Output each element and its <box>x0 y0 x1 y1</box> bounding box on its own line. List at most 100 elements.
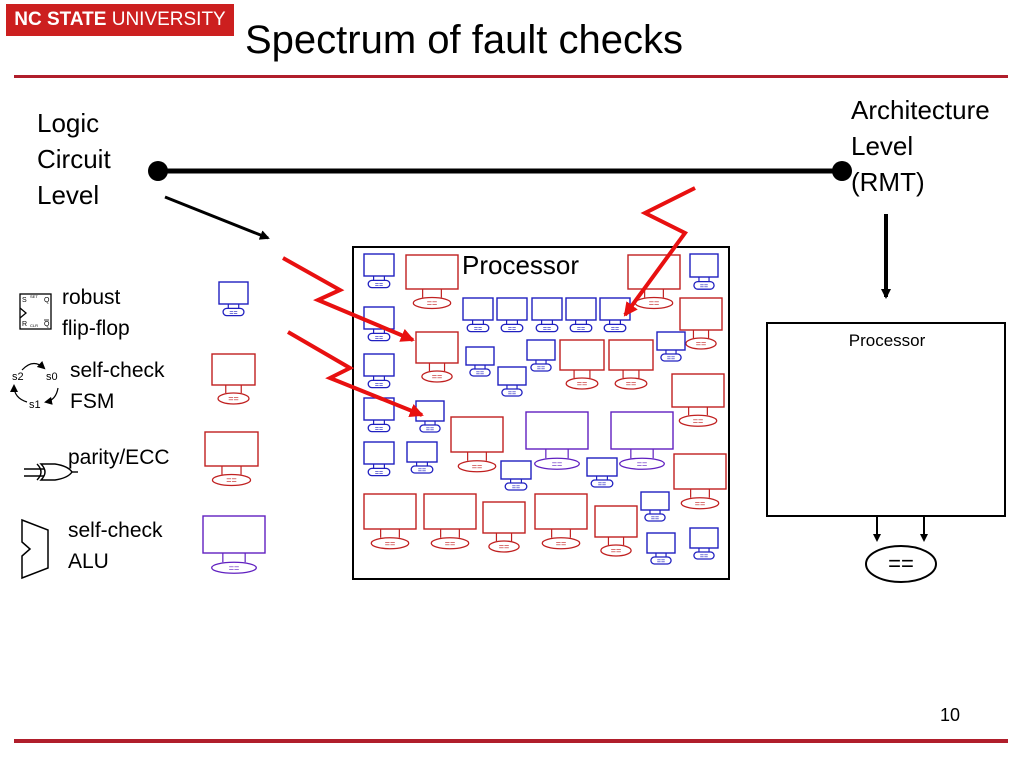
page-number: 10 <box>939 705 961 725</box>
comparator-symbol: == <box>626 379 637 389</box>
comparator-symbol: == <box>577 379 588 389</box>
processor-checker-24: == <box>525 411 589 470</box>
processor-checker-33: == <box>423 493 477 550</box>
logo-bold-text: NC STATE <box>14 9 107 30</box>
fault-strike-arrow-3 <box>623 186 696 317</box>
fsm-state-icon: s2 s0 s1 <box>10 361 59 411</box>
processor-checker-16: == <box>608 339 654 390</box>
spectrum-endpoint-left <box>148 161 168 181</box>
processor-checker-18: == <box>363 353 395 389</box>
top-rule <box>14 75 1008 78</box>
comparator-symbol: == <box>611 546 622 556</box>
processor-checker-35: == <box>534 493 588 550</box>
processor-checker-5: == <box>363 306 395 342</box>
fsm-state-s0: s0 <box>46 371 58 383</box>
comparator-symbol: == <box>375 382 383 389</box>
architecture-level-label: Architecture Level (RMT) <box>851 95 990 197</box>
processor-checker-27: == <box>363 441 395 477</box>
processor-right-label: Processor <box>848 331 926 350</box>
legend-checker-alu: == <box>202 515 266 574</box>
processor-checker-25: == <box>610 411 674 470</box>
comparator-symbol: == <box>700 554 708 561</box>
processor-checker-15: == <box>559 339 605 390</box>
comparator-symbol: == <box>375 470 383 477</box>
rmt-comparator-label: == <box>888 551 914 576</box>
processor-checker-6: == <box>462 297 494 333</box>
comparator-symbol: == <box>700 283 708 290</box>
ff-q-letter: Q <box>44 297 50 304</box>
processor-checker-28: == <box>406 441 438 475</box>
processor-checker-7: == <box>496 297 528 333</box>
comparator-symbol: == <box>508 391 516 398</box>
processor-checker-26: == <box>673 453 727 510</box>
comparator-symbol: == <box>229 310 237 317</box>
legend-checker-flip-flop: == <box>218 281 249 317</box>
comparator-symbol: == <box>637 459 648 469</box>
rmt-comparator <box>865 545 937 583</box>
processor-checker-29: == <box>500 460 532 492</box>
logic-circuit-level-label: Logic Circuit Level <box>37 108 111 210</box>
comparator-symbol: == <box>543 326 551 333</box>
comparator-symbol: == <box>598 482 606 489</box>
comparator-symbol: == <box>537 366 545 373</box>
flip-flop-icon: S Q R Q SET CLR <box>19 293 52 330</box>
processor-checker-8: == <box>531 297 563 333</box>
comparator-symbol: == <box>649 298 660 308</box>
processor-checker-11: == <box>679 297 723 350</box>
fault-strike-arrow-1 <box>282 256 415 342</box>
processor-checker-21: == <box>363 397 395 433</box>
processor-checker-34: == <box>482 501 526 553</box>
processor-checker-23: == <box>450 416 504 473</box>
ff-qbar-letter: Q <box>44 321 50 328</box>
ff-s-letter: S <box>22 297 27 304</box>
processor-checker-4: == <box>689 253 719 290</box>
legend-checker-fsm: == <box>211 353 256 405</box>
processor-checker-30: == <box>586 457 618 489</box>
comparator-symbol: == <box>472 461 483 471</box>
comparator-symbol: == <box>228 394 239 404</box>
processor-checker-13: == <box>465 346 495 378</box>
processor-checker-32: == <box>363 493 417 550</box>
comparator-symbol: == <box>693 416 704 426</box>
spectrum-endpoint-right <box>832 161 852 181</box>
xor-gate-icon <box>24 463 78 481</box>
comparator-symbol: == <box>499 542 510 552</box>
comparator-symbol: == <box>385 538 396 548</box>
processor-checker-38: == <box>689 527 719 561</box>
processor-checker-31: == <box>640 491 670 523</box>
processor-right-box <box>766 322 1006 517</box>
fault-strike-arrow-2 <box>286 330 424 418</box>
processor-checker-10: == <box>599 297 631 333</box>
processor-checker-22: == <box>415 400 445 434</box>
checker-layer: == == == == == == == == == == == == == == == == == == == ==… <box>202 253 727 574</box>
comparator-symbol: == <box>657 559 665 566</box>
comparator-symbol: == <box>427 298 438 308</box>
comparator-symbol: == <box>229 563 240 573</box>
processor-checker-9: == <box>565 297 597 333</box>
fsm-state-s2: s2 <box>12 371 24 383</box>
comparator-symbol: == <box>556 538 567 548</box>
comparator-symbol: == <box>445 538 456 548</box>
comparator-symbol: == <box>474 326 482 333</box>
comparator-symbol: == <box>512 485 520 492</box>
comparator-symbol: == <box>418 468 426 475</box>
university-logo: NC STATE UNIVERSITY <box>6 4 234 36</box>
slide-title: Spectrum of fault checks <box>245 18 683 62</box>
comparator-symbol: == <box>577 326 585 333</box>
comparator-symbol: == <box>432 372 443 382</box>
comparator-symbol: == <box>375 282 383 289</box>
comparator-symbol: == <box>426 427 434 434</box>
comparator-symbol: == <box>375 335 383 342</box>
comparator-symbol: == <box>508 326 516 333</box>
ff-r-letter: R <box>22 321 27 328</box>
comparator-symbol: == <box>695 498 706 508</box>
processor-checker-19: == <box>497 366 527 398</box>
logic-level-arrow <box>164 195 270 240</box>
comparator-symbol: == <box>696 339 707 349</box>
comparator-symbol: == <box>375 426 383 433</box>
alu-icon <box>21 518 49 580</box>
processor-checker-14: == <box>526 339 556 373</box>
